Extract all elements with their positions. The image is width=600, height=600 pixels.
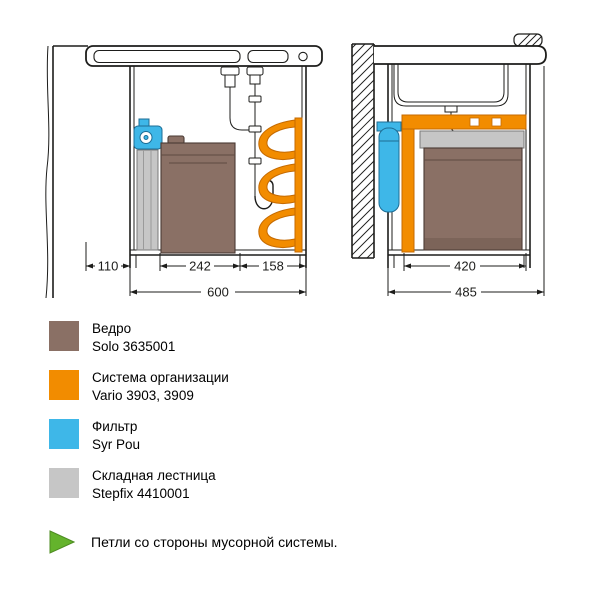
hinge-arrow-icon bbox=[49, 530, 75, 554]
extension-lines-side bbox=[387, 66, 545, 296]
dimensions-front: 110 242 158 600 bbox=[85, 242, 307, 300]
sink-countertop-side bbox=[374, 45, 547, 133]
dimensions-side: 420 485 bbox=[387, 66, 545, 300]
legend-item-filter: Фильтр Syr Pou bbox=[49, 418, 569, 454]
legend-item-organizer: Система организации Vario 3903, 3909 bbox=[49, 369, 569, 405]
wall-cut-curve bbox=[45, 45, 50, 299]
strainer-2 bbox=[246, 66, 264, 76]
pipe-coupling-3 bbox=[248, 157, 262, 165]
legend-subtitle-filter: Syr Pou bbox=[92, 437, 141, 452]
legend-text-filter: Фильтр Syr Pou bbox=[92, 418, 140, 454]
legend-subtitle-ladder: Stepfix 4410001 bbox=[92, 486, 190, 501]
organizer-slot-2 bbox=[491, 117, 502, 127]
legend: Ведро Solo 3635001 Система организации V… bbox=[49, 320, 569, 555]
organizer-rail-vertical bbox=[401, 114, 415, 253]
bucket-body-side bbox=[423, 147, 523, 251]
pipe-coupling-1 bbox=[248, 95, 262, 103]
extension-lines-front bbox=[85, 242, 307, 296]
organizer-slot-1 bbox=[469, 117, 480, 127]
ladder-color-swatch bbox=[49, 468, 79, 498]
countertop-side bbox=[374, 45, 547, 65]
side-view: 420 485 bbox=[351, 33, 547, 300]
dim-label-bucket-width: 242 bbox=[189, 259, 211, 274]
legend-text-ladder: Складная лестница Stepfix 4410001 bbox=[92, 467, 216, 503]
bucket-lid-side bbox=[419, 130, 525, 149]
strainer-1 bbox=[220, 66, 240, 76]
sink-bowl-outer bbox=[393, 64, 509, 107]
tap-hole bbox=[298, 51, 308, 62]
organizer-hook-2 bbox=[258, 163, 296, 204]
folding-ladder-front bbox=[136, 149, 159, 251]
legend-title-organizer: Система организации bbox=[92, 370, 229, 385]
legend-note: Петли со стороны мусорной системы. bbox=[49, 529, 569, 555]
legend-note-text: Петли со стороны мусорной системы. bbox=[91, 534, 338, 550]
organizer-color-swatch bbox=[49, 370, 79, 400]
waste-bucket-front bbox=[160, 135, 236, 254]
ladder-fold-lines bbox=[143, 150, 152, 250]
ladder-body bbox=[136, 149, 159, 251]
sink-countertop-front bbox=[85, 45, 323, 67]
legend-item-ladder: Складная лестница Stepfix 4410001 bbox=[49, 467, 569, 503]
dim-label-total-depth: 485 bbox=[455, 285, 477, 300]
legend-text-organizer: Система организации Vario 3903, 3909 bbox=[92, 369, 229, 405]
legend-subtitle-organizer: Vario 3903, 3909 bbox=[92, 388, 194, 403]
sink-bowl-inner bbox=[397, 64, 505, 103]
sink-small-bowl bbox=[247, 49, 289, 64]
legend-subtitle-bucket: Solo 3635001 bbox=[92, 339, 176, 354]
bucket-base-band bbox=[424, 238, 522, 250]
organizer-front bbox=[258, 117, 303, 253]
wall-edges bbox=[351, 43, 375, 259]
filter-dial-center bbox=[143, 135, 149, 140]
waste-bucket-side bbox=[419, 130, 525, 251]
strainer-2-nut bbox=[249, 74, 261, 85]
organizer-rail-horizontal bbox=[401, 114, 527, 130]
dim-label-inner-depth: 420 bbox=[454, 259, 476, 274]
bucket-color-swatch bbox=[49, 321, 79, 351]
bucket-body bbox=[160, 142, 236, 254]
organizer-hook-1 bbox=[258, 119, 296, 160]
water-filter-side bbox=[376, 121, 402, 213]
filter-cartridge bbox=[378, 127, 400, 213]
tailpiece-1 bbox=[229, 87, 252, 131]
wall-hatch-pattern bbox=[351, 43, 375, 259]
dim-label-organizer-width: 158 bbox=[262, 259, 284, 274]
organizer-side bbox=[401, 114, 527, 253]
drain-fitting bbox=[444, 105, 458, 113]
pipe-coupling-2 bbox=[248, 125, 262, 133]
wall-left bbox=[45, 45, 88, 299]
organizer-rail bbox=[294, 117, 303, 253]
legend-title-filter: Фильтр bbox=[92, 419, 138, 434]
water-filter-front bbox=[133, 118, 163, 150]
strainer-1-nut bbox=[224, 74, 236, 88]
faucet-hatch bbox=[517, 33, 543, 47]
legend-title-ladder: Складная лестница bbox=[92, 468, 216, 483]
drain-pipes-front bbox=[220, 66, 274, 210]
wall-section bbox=[351, 43, 375, 259]
legend-title-bucket: Ведро bbox=[92, 321, 132, 336]
sink-main-bowl bbox=[93, 49, 241, 64]
legend-item-bucket: Ведро Solo 3635001 bbox=[49, 320, 569, 356]
filter-color-swatch bbox=[49, 419, 79, 449]
organizer-hook-3 bbox=[258, 207, 296, 248]
dim-label-wall-gap: 110 bbox=[98, 259, 119, 274]
dim-label-total-width: 600 bbox=[207, 285, 229, 300]
technical-diagram: 110 242 158 600 bbox=[45, 33, 547, 300]
legend-text-bucket: Ведро Solo 3635001 bbox=[92, 320, 175, 356]
faucet-side bbox=[513, 33, 543, 47]
front-view: 110 242 158 600 bbox=[45, 45, 323, 300]
